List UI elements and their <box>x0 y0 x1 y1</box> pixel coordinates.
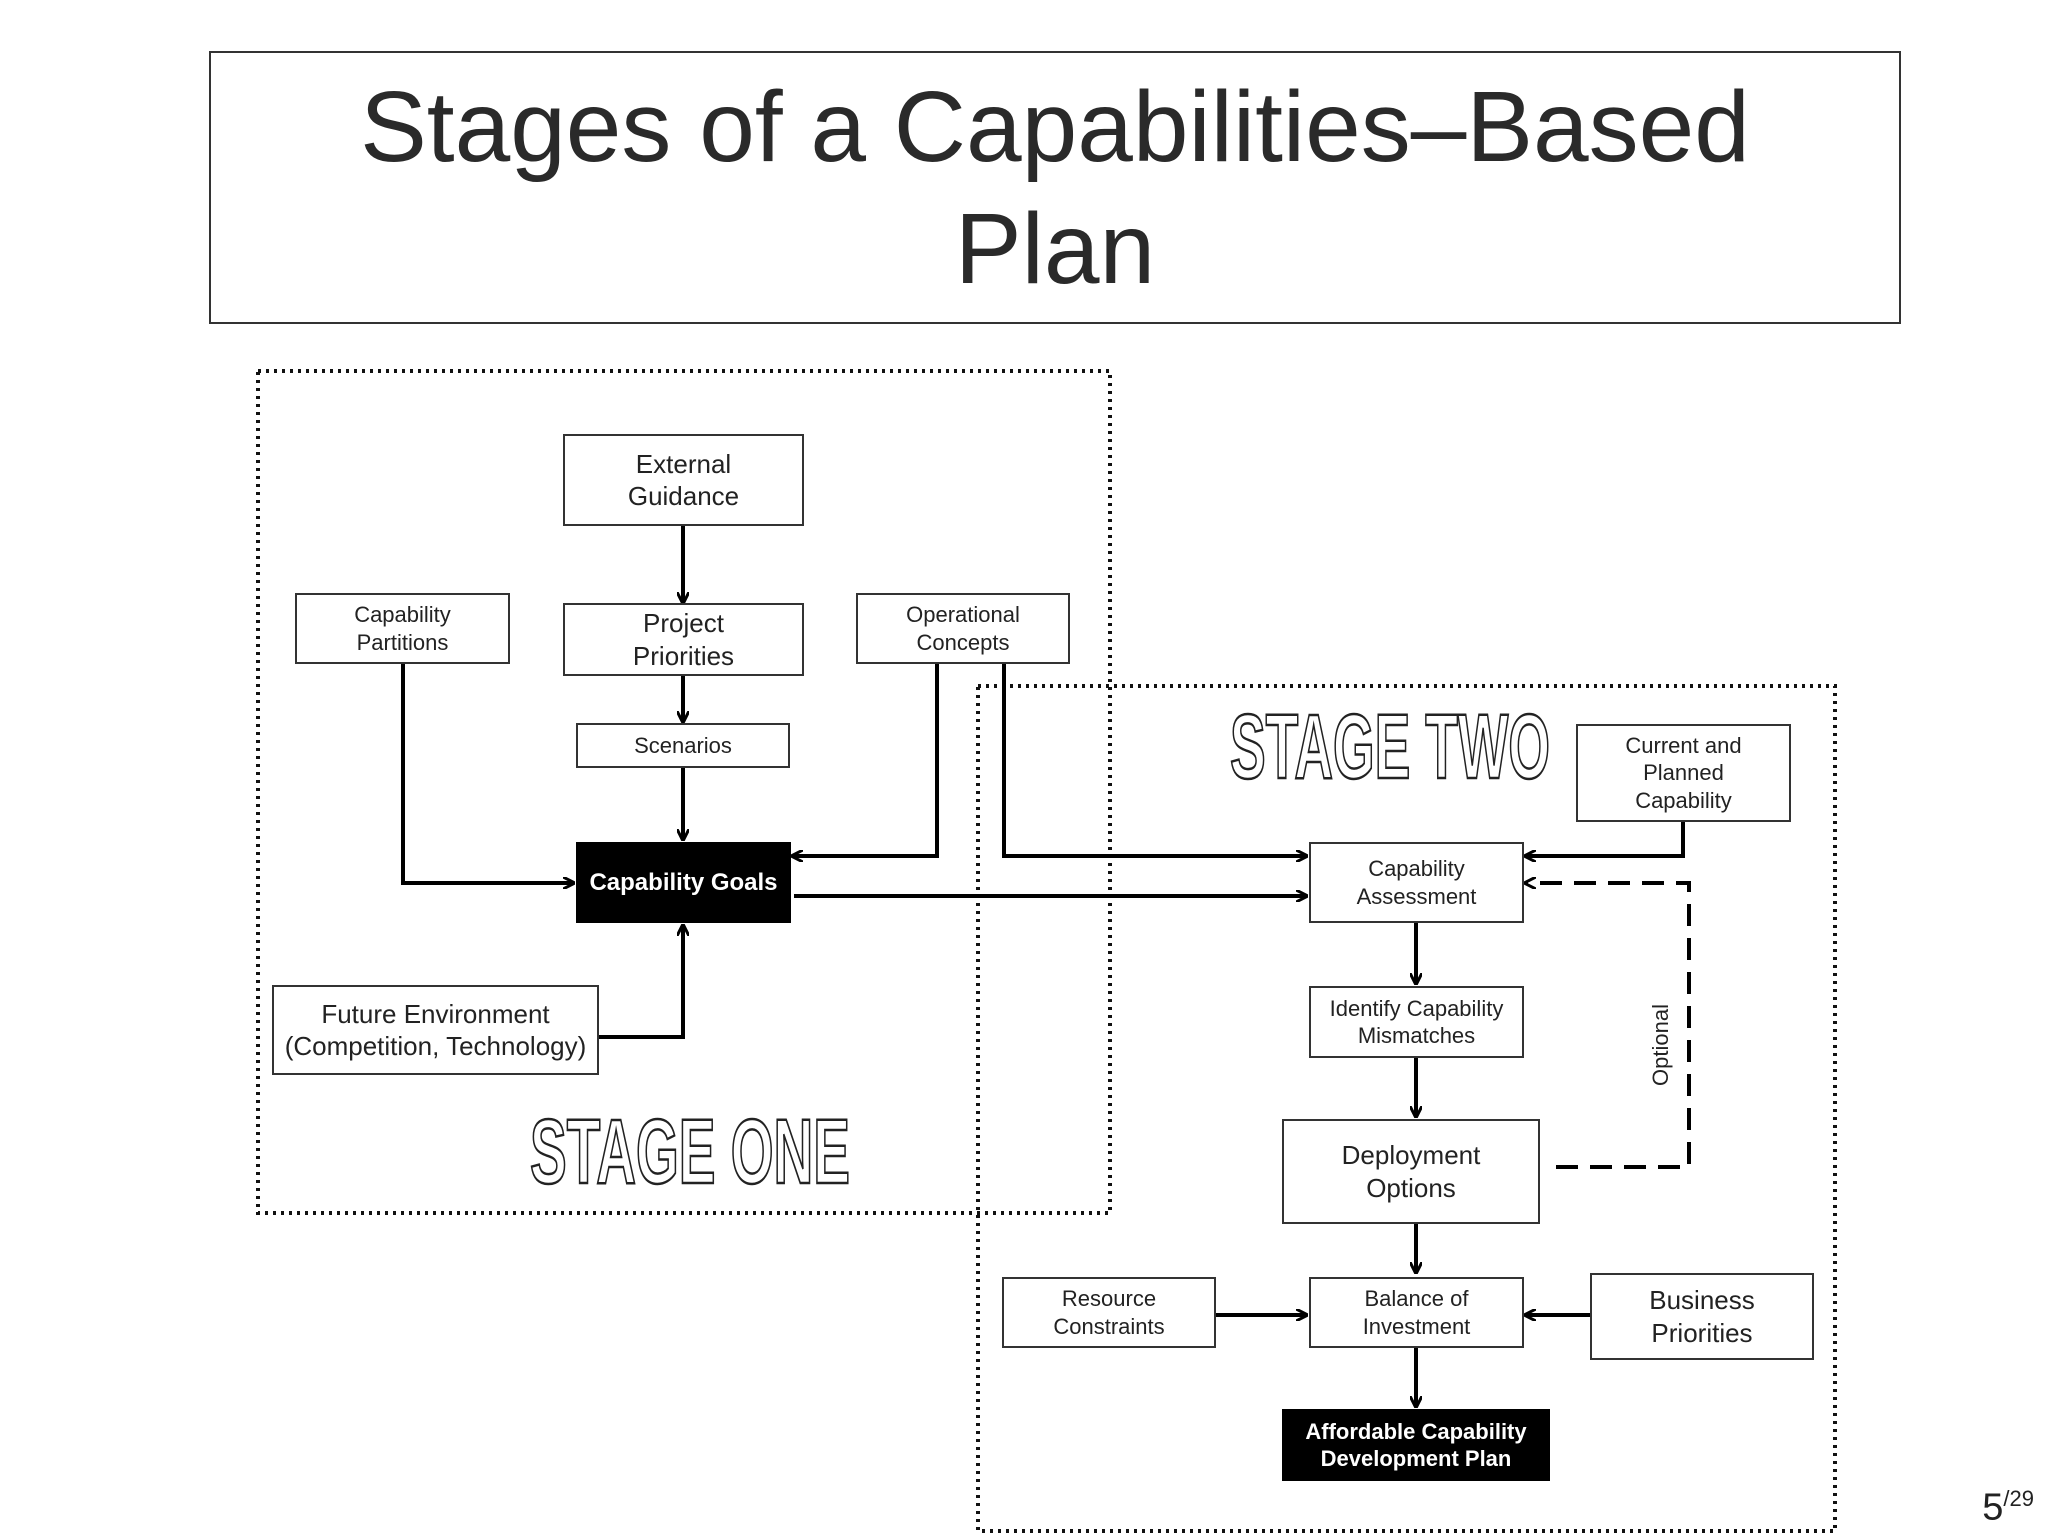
stage-one-label: STAGE ONE <box>529 1105 852 1195</box>
page-number: 5/29 <box>1982 1486 2034 1529</box>
title-box: Stages of a Capabilities–Based Plan <box>209 51 1901 324</box>
slide-title: Stages of a Capabilities–Based Plan <box>360 70 1750 305</box>
svg-text:STAGE ONE: STAGE ONE <box>530 1105 850 1195</box>
node-future-environment: Future Environment (Competition, Technol… <box>272 985 599 1075</box>
arrow-partitions-to-goals <box>401 664 574 883</box>
arrow-concepts-to-assessment <box>1002 664 1307 856</box>
node-business-priorities: Business Priorities <box>1590 1273 1814 1360</box>
arrow-concepts-to-goals <box>792 664 939 856</box>
node-operational-concepts: Operational Concepts <box>856 593 1070 664</box>
svg-text:STAGE TWO: STAGE TWO <box>1230 700 1550 790</box>
node-resource-constraints: Resource Constraints <box>1002 1277 1216 1348</box>
node-capability-assessment: Capability Assessment <box>1309 842 1524 923</box>
arrow-optional-feedback <box>1525 883 1691 1169</box>
stage-two-boundary <box>976 684 1837 1533</box>
svg-text:Optional: Optional <box>1648 1004 1673 1086</box>
node-identify-mismatches: Identify Capability Mismatches <box>1309 986 1524 1058</box>
arrow-future-to-goals <box>599 925 683 1039</box>
node-capability-goals: Capability Goals <box>576 842 791 923</box>
node-balance-of-investment: Balance of Investment <box>1309 1277 1524 1348</box>
optional-label: Optional <box>1648 1004 1673 1086</box>
node-affordable-plan: Affordable Capability Development Plan <box>1282 1409 1550 1481</box>
node-external-guidance: External Guidance <box>563 434 804 526</box>
stage-two-label: STAGE TWO <box>1229 700 1552 790</box>
node-scenarios: Scenarios <box>576 723 790 768</box>
node-current-planned-capability: Current and Planned Capability <box>1576 724 1791 822</box>
stage-one-boundary <box>256 369 1112 1215</box>
node-capability-partitions: Capability Partitions <box>295 593 510 664</box>
node-deployment-options: Deployment Options <box>1282 1119 1540 1224</box>
arrow-current-to-assessment <box>1525 822 1685 856</box>
node-project-priorities: Project Priorities <box>563 603 804 676</box>
